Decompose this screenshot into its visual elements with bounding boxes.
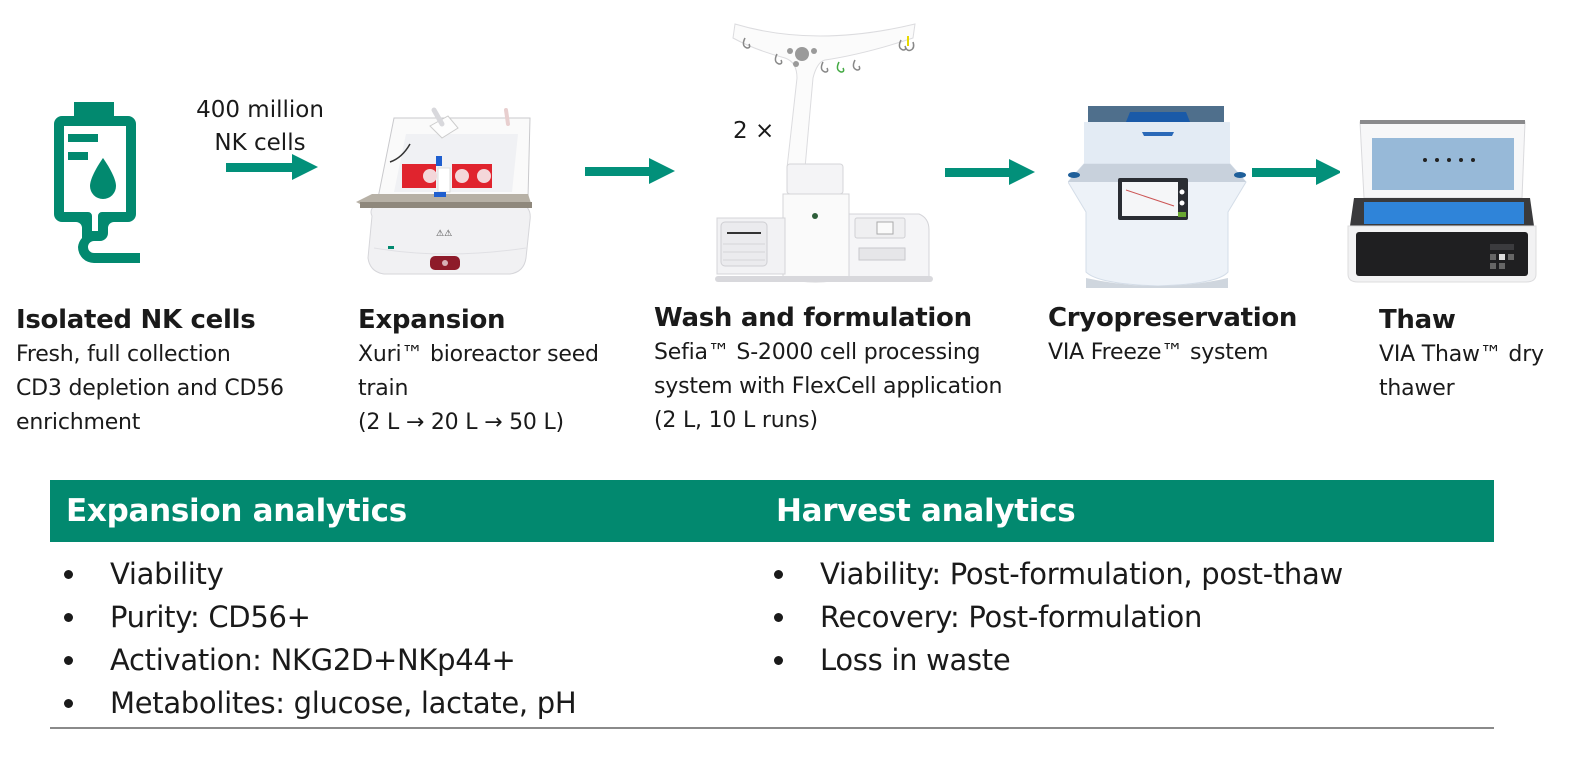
step-desc-line: train (358, 376, 409, 401)
step-title: Expansion (358, 305, 506, 335)
step-wash-and-formulation: Wash and formulation Sefia™ S-2000 cell … (654, 300, 1002, 438)
list-item-text: Viability (110, 557, 224, 591)
harvest-analytics-heading: Harvest analytics (776, 493, 1076, 529)
xuri-bioreactor-image: ⚠⚠ (356, 107, 532, 275)
step-desc-line: thawer (1379, 376, 1455, 401)
sefia-system-image (715, 23, 933, 283)
step-description: VIA Thaw™ dry thawer (1379, 338, 1544, 406)
step-title: Wash and formulation (654, 303, 972, 333)
list-item: Viability: Post-formulation, post-thaw (774, 553, 1343, 596)
bullet-icon (774, 656, 783, 665)
flow-arrow-4 (1252, 159, 1344, 185)
flow-arrow-3 (945, 159, 1037, 185)
step-description: Xuri™ bioreactor seed train (2 L → 20 L … (358, 338, 599, 440)
flow-arrow-2 (585, 158, 677, 184)
step-isolated-nk-cells: Isolated NK cells Fresh, full collection… (16, 302, 284, 440)
list-item: Activation: NKG2D+NKp44+ (64, 639, 576, 682)
bullet-icon (64, 656, 73, 665)
step-desc-line: VIA Freeze™ system (1048, 340, 1269, 365)
step-desc-line: VIA Thaw™ dry (1379, 342, 1544, 367)
input-cell-count-line2: NK cells (214, 130, 306, 156)
input-cell-count-line1: 400 million (196, 97, 324, 123)
step-desc-line: Sefia™ S-2000 cell processing (654, 340, 981, 365)
harvest-analytics-list: Viability: Post-formulation, post-thaw R… (774, 553, 1343, 682)
step-desc-line: system with FlexCell application (654, 374, 1003, 399)
step-desc-line: (2 L → 20 L → 50 L) (358, 410, 564, 435)
via-freeze-image (1068, 106, 1247, 288)
step-title: Thaw (1379, 305, 1456, 335)
step-description: VIA Freeze™ system (1048, 336, 1297, 370)
step-title: Isolated NK cells (16, 305, 256, 335)
list-item-text: Metabolites: glucose, lactate, pH (110, 686, 577, 720)
bottom-divider (50, 727, 1494, 729)
list-item-text: Recovery: Post-formulation (820, 600, 1203, 634)
flow-arrow-1 (226, 154, 318, 180)
step-title: Cryopreservation (1048, 303, 1298, 333)
step-description: Sefia™ S-2000 cell processing system wit… (654, 336, 1002, 438)
input-cell-count-label: 400 million NK cells (190, 94, 330, 160)
bullet-icon (774, 613, 783, 622)
via-thaw-image (1340, 110, 1595, 290)
bullet-icon (64, 699, 73, 708)
expansion-analytics-list: Viability Purity: CD56+ Activation: NKG2… (64, 553, 577, 725)
step-desc-line: CD3 depletion and CD56 (16, 376, 284, 401)
analytics-banner (50, 480, 1494, 542)
step-desc-line: enrichment (16, 410, 141, 435)
step-thaw: Thaw VIA Thaw™ dry thawer (1379, 302, 1544, 406)
list-item-text: Loss in waste (820, 643, 1011, 677)
list-item: Loss in waste (774, 639, 1343, 682)
svg-text:⚠⚠: ⚠⚠ (436, 229, 452, 239)
list-item: Viability (64, 553, 576, 596)
bullet-icon (64, 570, 73, 579)
step-description: Fresh, full collection CD3 depletion and… (16, 338, 284, 440)
list-item: Purity: CD56+ (64, 596, 576, 639)
step-desc-line: Fresh, full collection (16, 342, 231, 367)
list-item-text: Activation: NKG2D+NKp44+ (110, 643, 516, 677)
step-desc-line: Xuri™ bioreactor seed (358, 342, 599, 367)
expansion-analytics-heading: Expansion analytics (66, 493, 407, 529)
step-desc-line: (2 L, 10 L runs) (654, 408, 818, 433)
list-item: Metabolites: glucose, lactate, pH (64, 682, 577, 725)
iv-blood-bag-icon (54, 102, 140, 263)
bullet-icon (774, 570, 783, 579)
step-cryopreservation: Cryopreservation VIA Freeze™ system (1048, 300, 1297, 370)
sefia-multiplier-label: 2 × (733, 118, 775, 144)
bullet-icon (64, 613, 73, 622)
list-item: Recovery: Post-formulation (774, 596, 1343, 639)
step-expansion: Expansion Xuri™ bioreactor seed train (2… (358, 302, 599, 440)
list-item-text: Viability: Post-formulation, post-thaw (820, 557, 1343, 591)
list-item-text: Purity: CD56+ (110, 600, 311, 634)
